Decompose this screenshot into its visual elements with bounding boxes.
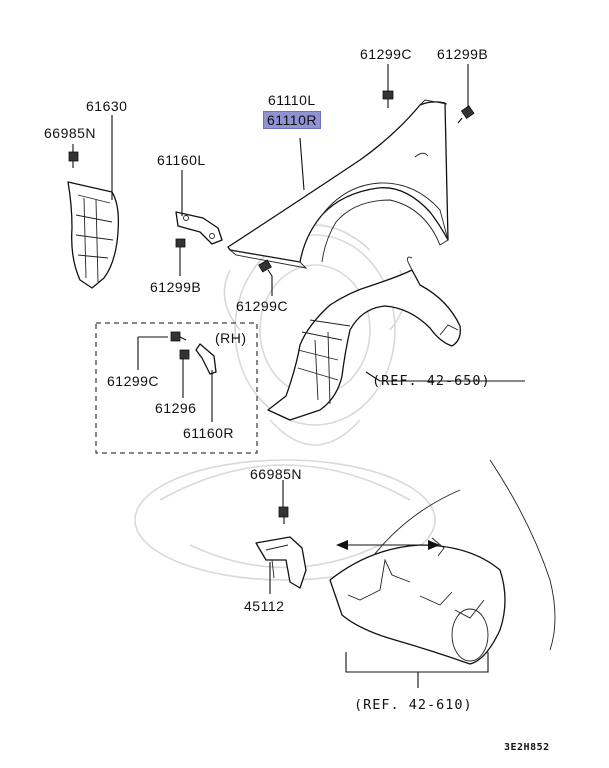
label-61110r-highlighted[interactable]: 61110R	[263, 111, 321, 129]
bolt-61299b-top[interactable]	[457, 105, 475, 124]
direction-arrow	[336, 537, 445, 557]
label-61296[interactable]: 61296	[155, 400, 197, 416]
nut-61296[interactable]	[179, 349, 190, 360]
clip-66985n-left[interactable]	[68, 151, 79, 168]
label-61299c-rh[interactable]: 61299C	[107, 373, 160, 389]
label-61299b-top[interactable]: 61299B	[437, 46, 489, 62]
label-61110l[interactable]: 61110L	[268, 92, 316, 108]
diagram-code: 3E2H852	[504, 742, 550, 753]
bracket-61160r[interactable]	[195, 343, 217, 375]
label-61630[interactable]: 61630	[86, 98, 128, 114]
label-66985n-left[interactable]: 66985N	[44, 125, 97, 141]
bolt-61299c-top[interactable]	[382, 90, 394, 108]
label-61299c-mid[interactable]: 61299C	[236, 298, 289, 314]
bolt-61299b-mid[interactable]	[175, 238, 186, 256]
label-61160l[interactable]: 61160L	[157, 152, 206, 168]
label-45112[interactable]: 45112	[244, 598, 285, 614]
clip-66985n-low[interactable]	[278, 506, 289, 524]
splash-shield-61630[interactable]	[67, 181, 120, 289]
label-61299c-top[interactable]: 61299C	[360, 46, 413, 62]
bracket-45112[interactable]	[255, 536, 307, 589]
bolt-61299c-mid[interactable]	[258, 259, 273, 277]
label-rh: (RH)	[215, 330, 247, 346]
inner-liner[interactable]	[267, 256, 461, 421]
bolt-61299c-rh[interactable]	[170, 331, 187, 342]
label-ref-42-610[interactable]: (REF. 42-610)	[354, 697, 473, 713]
leader-lines	[72, 64, 525, 688]
label-61160r[interactable]: 61160R	[183, 425, 235, 441]
label-61299b-mid[interactable]: 61299B	[150, 279, 202, 295]
rh-group-box	[95, 322, 258, 454]
front-fender[interactable]	[227, 99, 449, 269]
bracket-61160l[interactable]	[175, 211, 223, 245]
label-66985n-low[interactable]: 66985N	[250, 466, 303, 482]
front-bumper[interactable]	[329, 459, 556, 665]
label-ref-42-650[interactable]: (REF. 42-650)	[372, 373, 491, 389]
